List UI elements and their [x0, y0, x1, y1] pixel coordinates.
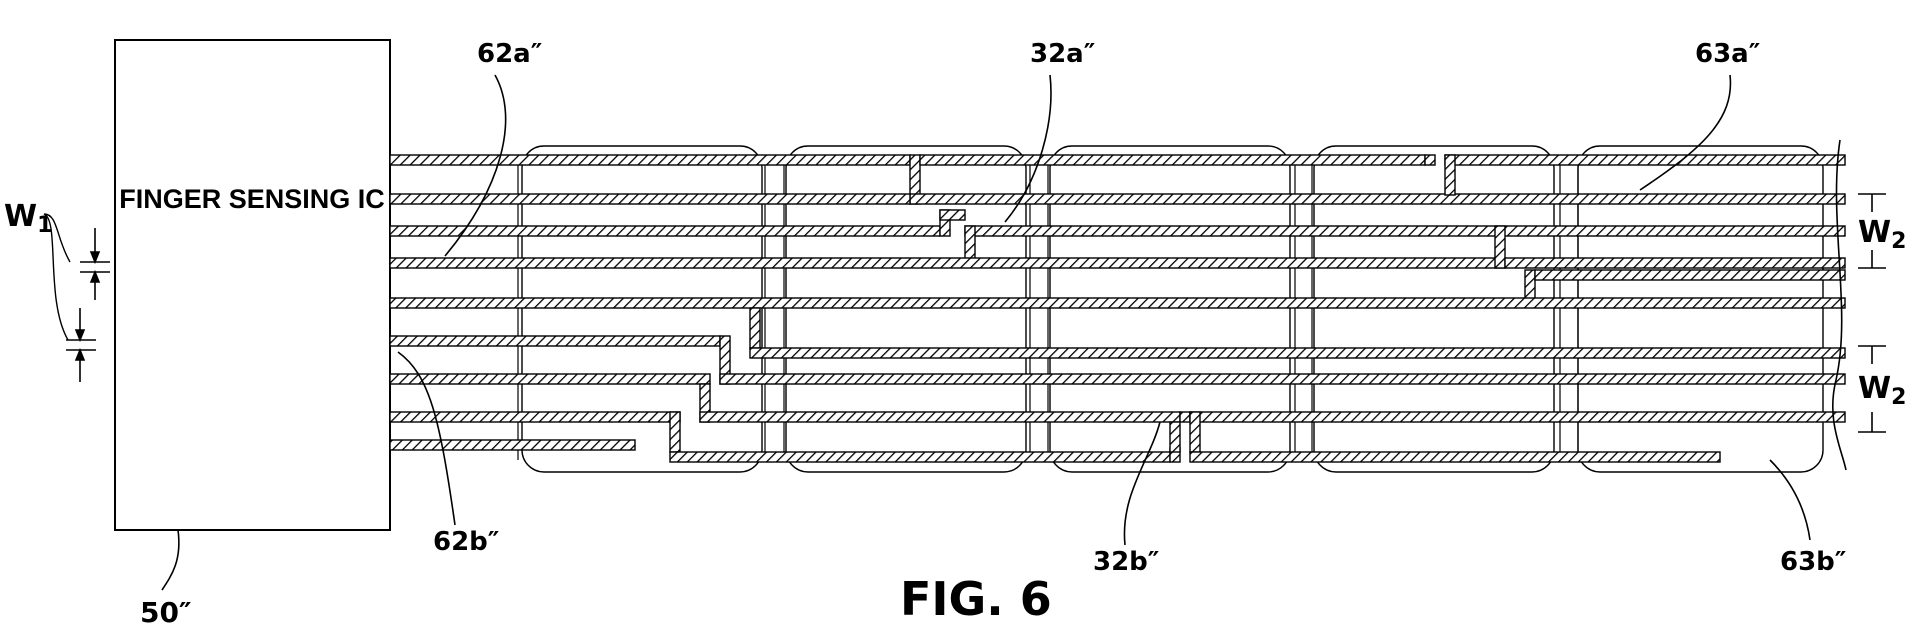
trace-9-jog: [1189, 411, 1201, 453]
trace-8b: [699, 411, 1181, 423]
label-32b: 32b″: [1093, 547, 1159, 577]
trace-4: [1504, 257, 1846, 269]
w2-dimension-upper: W2: [1858, 193, 1906, 269]
break-line: [1832, 139, 1847, 471]
w1-dimension: W1: [4, 199, 110, 382]
trace-8-jog2: [1179, 411, 1191, 423]
ic-label: FINGER SENSING IC: [119, 184, 385, 214]
trace-5: [389, 297, 1846, 309]
trace-4b: [1534, 269, 1846, 281]
trace-12: [1189, 451, 1721, 463]
leader-lines: [397, 74, 1811, 546]
trace-10: [389, 411, 681, 423]
trace-9: [1189, 411, 1846, 423]
trace-3: [964, 225, 1846, 237]
trace-4-jog: [1524, 269, 1536, 301]
w2-dimension-lower: W2: [1858, 345, 1906, 433]
trace-1b: [909, 193, 1846, 205]
traces: [389, 154, 1846, 463]
trace-1-jog2: [1444, 154, 1456, 196]
w2-label-lower: W2: [1858, 371, 1906, 410]
trace-6-jog: [749, 307, 761, 349]
trace-1: [389, 154, 911, 166]
trace-11: [389, 439, 636, 451]
figure-caption: FIG. 6: [900, 572, 1052, 626]
label-32a: 32a″: [1030, 39, 1095, 69]
trace-1d: [1444, 154, 1846, 166]
label-62b: 62b″: [433, 527, 499, 557]
trace-3-jog2: [1494, 225, 1506, 269]
trace-3b: [389, 257, 1506, 269]
ic-leader-line: [161, 529, 180, 591]
trace-6: [749, 347, 1846, 359]
trace-1-stub: [919, 154, 1426, 166]
label-63a: 63a″: [1695, 39, 1760, 69]
w2-label-upper: W2: [1858, 215, 1906, 254]
trace-2: [389, 193, 911, 205]
trace-2b: [389, 225, 941, 237]
trace-2c: [939, 209, 966, 221]
trace-8: [389, 373, 711, 385]
column-lines: [517, 160, 1579, 460]
finger-sensing-ic-box: [114, 39, 391, 531]
trace-1c: [1424, 154, 1436, 166]
trace-7: [719, 373, 1846, 385]
trace-6b: [389, 335, 721, 347]
trace-11b: [669, 451, 1171, 463]
w1-label: W1: [4, 199, 52, 238]
trace-10-jog: [669, 411, 681, 453]
ic-ref-label: 50″: [140, 596, 191, 629]
trace-12-jog: [1169, 421, 1181, 453]
label-63b: 63b″: [1780, 547, 1846, 577]
label-62a: 62a″: [477, 39, 542, 69]
